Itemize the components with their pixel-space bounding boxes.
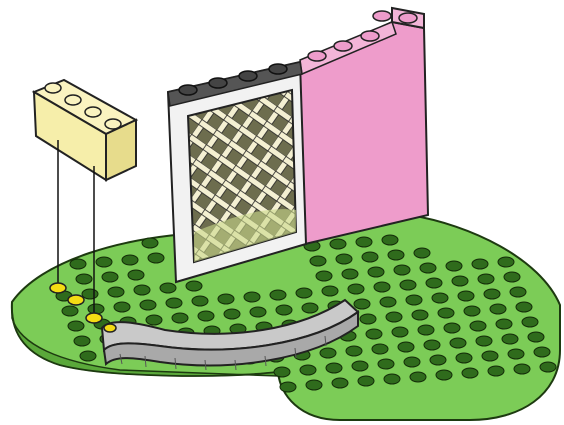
pink-wall-panel xyxy=(298,8,428,244)
yellow-brick-1x4 xyxy=(34,80,136,180)
white-window-frame xyxy=(168,62,306,282)
